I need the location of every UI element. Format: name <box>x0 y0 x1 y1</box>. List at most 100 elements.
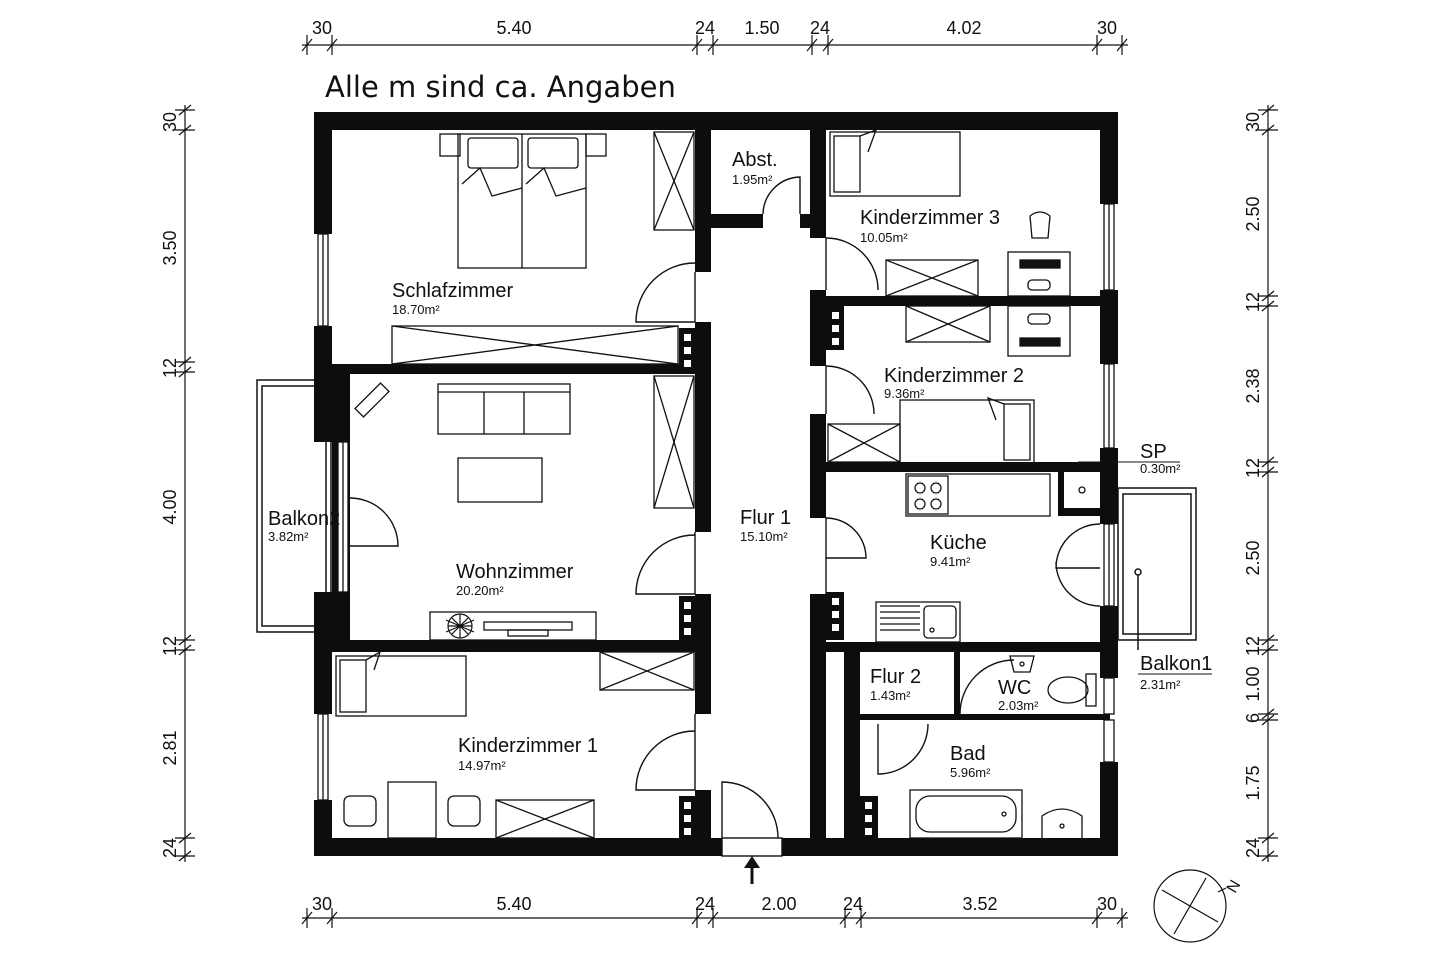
room-area-kinderzimmer1: 14.97m² <box>458 758 506 773</box>
room-area-balkon1: 2.31m² <box>1140 677 1181 692</box>
room-name-bad: Bad <box>950 743 986 765</box>
room-name-abst: Abst. <box>732 149 778 171</box>
room-area-flur2: 1.43m² <box>870 688 911 703</box>
door-wohnzimmer <box>635 532 696 595</box>
dim-bottom-3: 24 <box>695 894 715 914</box>
desk-kinderzimmer3 <box>1007 211 1071 297</box>
dim-left-7: 24 <box>160 838 180 858</box>
kitchen-counter <box>905 473 1051 517</box>
balkon2-outline <box>256 379 332 633</box>
dim-right-11: 24 <box>1243 838 1263 858</box>
tv-board <box>429 611 597 641</box>
door-bad <box>877 723 929 775</box>
wardrobe-kinderzimmer2-top <box>905 305 991 343</box>
room-name-kinderzimmer1: Kinderzimmer 1 <box>458 735 598 757</box>
bed-kinderzimmer3 <box>829 128 961 197</box>
room-area-flur1: 15.10m² <box>740 529 788 544</box>
dim-top-2: 5.40 <box>496 18 531 38</box>
door-balkon2 <box>349 497 399 547</box>
balconies <box>256 379 1197 650</box>
wardrobe-wohnzimmer <box>653 375 695 509</box>
wall-outer-bottom-right <box>782 838 1118 856</box>
dim-right-6: 2.50 <box>1243 540 1263 575</box>
toilet <box>1047 673 1097 707</box>
desk-kinderzimmer2 <box>1007 305 1071 357</box>
dim-bottom-6: 3.52 <box>962 894 997 914</box>
wardrobe-kinderzimmer3 <box>885 259 979 297</box>
dim-bottom-5: 24 <box>843 894 863 914</box>
room-area-wc: 2.03m² <box>998 698 1039 713</box>
dimension-lines <box>175 35 1278 928</box>
bathtub <box>909 789 1023 839</box>
room-area-abst: 1.95m² <box>732 172 773 187</box>
balkon1-outline <box>1117 487 1197 641</box>
dim-top-5: 24 <box>810 18 830 38</box>
room-name-balkon2: Balkon2 <box>268 508 340 530</box>
kitchen-sink <box>875 601 961 643</box>
dimensions-bottom: 30 5.40 24 2.00 24 3.52 30 <box>312 894 1117 914</box>
wall-outer-bottom-left <box>314 838 722 856</box>
wc-basin <box>1009 655 1035 673</box>
plan-note: Alle m sind ca. Angaben <box>325 70 676 104</box>
chest-kinderzimmer1 <box>495 799 595 839</box>
doors <box>349 176 1101 857</box>
room-name-sp: SP <box>1140 441 1167 463</box>
room-name-wohnzimmer: Wohnzimmer <box>456 561 574 583</box>
chest-kinderzimmer2 <box>827 423 901 463</box>
dim-right-5: 12 <box>1243 458 1263 478</box>
dim-left-5: 12 <box>160 636 180 656</box>
dim-left-3: 12 <box>160 358 180 378</box>
door-entrance <box>721 781 779 839</box>
dim-top-7: 30 <box>1097 18 1117 38</box>
bed-kinderzimmer2 <box>899 396 1035 465</box>
coffee-table <box>457 457 543 503</box>
dim-bottom-2: 5.40 <box>496 894 531 914</box>
door-wc <box>959 659 1015 715</box>
dimensions-right: 30 2.50 12 2.38 12 2.50 12 1.00 6 1.75 2… <box>1243 112 1263 858</box>
dim-left-1: 30 <box>160 112 180 132</box>
dim-top-3: 24 <box>695 18 715 38</box>
entrance-arrowhead <box>744 856 760 868</box>
door-kueche <box>825 517 867 594</box>
dim-left-4: 4.00 <box>160 489 180 524</box>
dim-right-7: 12 <box>1243 636 1263 656</box>
wall-outer-top <box>314 112 1118 130</box>
door-abst <box>762 176 801 215</box>
door-balkon1 <box>1055 523 1101 607</box>
dimensions-left: 30 3.50 12 4.00 12 2.81 24 <box>160 112 180 858</box>
room-name-wc: WC <box>998 677 1031 699</box>
dim-bottom-1: 30 <box>312 894 332 914</box>
room-name-kueche: Küche <box>930 532 987 554</box>
room-area-kueche: 9.41m² <box>930 554 971 569</box>
window-bad <box>1103 719 1115 763</box>
room-labels: Schlafzimmer 18.70m² Abst. 1.95m² Kinder… <box>268 149 1212 780</box>
wardrobe-schlafzimmer <box>653 131 695 231</box>
furniture <box>335 128 1097 884</box>
bad-basin <box>1041 808 1083 838</box>
room-name-kinderzimmer3: Kinderzimmer 3 <box>860 207 1000 229</box>
room-area-sp: 0.30m² <box>1140 461 1181 476</box>
sp-meter <box>1078 486 1086 494</box>
room-name-balkon1: Balkon1 <box>1140 653 1212 675</box>
dim-bottom-7: 30 <box>1097 894 1117 914</box>
dim-left-6: 2.81 <box>160 730 180 765</box>
room-area-balkon2: 3.82m² <box>268 529 309 544</box>
sofa <box>437 383 571 435</box>
dim-right-2: 2.50 <box>1243 196 1263 231</box>
dim-bottom-4: 2.00 <box>761 894 796 914</box>
room-name-schlafzimmer: Schlafzimmer <box>392 280 513 302</box>
desk-kinderzimmer1 <box>343 781 481 839</box>
double-bed <box>439 133 607 269</box>
room-name-flur2: Flur 2 <box>870 666 921 688</box>
room-area-schlafzimmer: 18.70m² <box>392 302 440 317</box>
dim-right-9: 6 <box>1243 713 1263 723</box>
door-kinderzimmer1 <box>635 714 696 791</box>
door-kinderzimmer2 <box>825 365 875 415</box>
column-holes <box>684 312 872 835</box>
dim-right-3: 12 <box>1243 292 1263 312</box>
room-area-wohnzimmer: 20.20m² <box>456 583 504 598</box>
room-name-flur1: Flur 1 <box>740 507 791 529</box>
dim-top-1: 30 <box>312 18 332 38</box>
dimensions-top: 30 5.40 24 1.50 24 4.02 30 <box>312 18 1117 38</box>
